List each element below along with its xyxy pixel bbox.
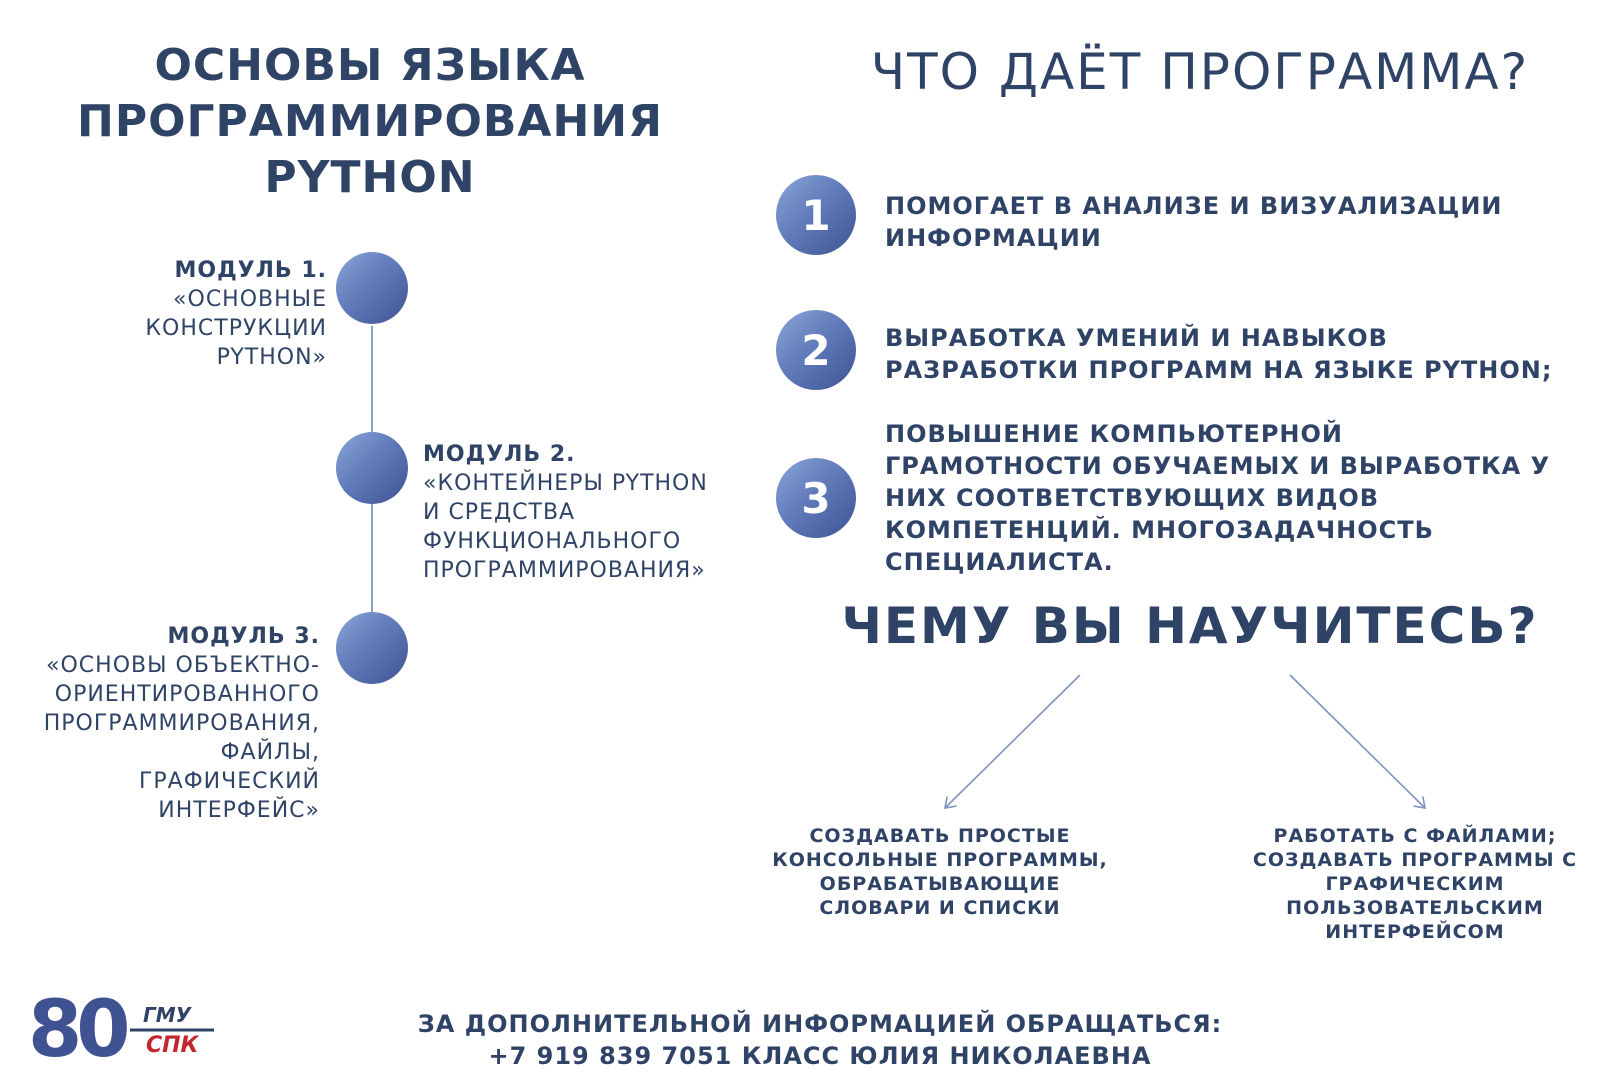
contact-info: За дополнительной информацией обращаться… bbox=[380, 1008, 1260, 1072]
arrow-right bbox=[1289, 674, 1425, 808]
arrow-left bbox=[945, 674, 1081, 808]
module-3-title: Модуль 3. bbox=[167, 624, 320, 649]
module-1-title: Модуль 1. bbox=[174, 258, 327, 283]
benefit-number-3: 3 bbox=[776, 458, 856, 538]
module-1: Модуль 1. «Основные конструкции Python» bbox=[27, 256, 327, 372]
module-3-line3: программирования, bbox=[43, 711, 320, 736]
course-title: Основы языка программирования Python bbox=[40, 38, 700, 206]
learn-title: Чему вы научитесь? bbox=[841, 597, 1539, 655]
timeline-node-3 bbox=[336, 612, 408, 684]
course-title-line2: программирования bbox=[77, 96, 663, 147]
module-2: Модуль 2. «Контейнеры Python и средства … bbox=[423, 440, 753, 585]
course-title-line1: Основы языка bbox=[154, 40, 586, 91]
course-title-line3: Python bbox=[264, 152, 476, 203]
module-3-line1: «Основы объектно- bbox=[46, 653, 320, 678]
module-3: Модуль 3. «Основы объектно- ориентирован… bbox=[0, 622, 320, 825]
benefit-3-line3: них соответствующих видов bbox=[885, 484, 1380, 512]
outcome-1-line4: словари и списки bbox=[819, 897, 1061, 919]
module-3-line6: интерфейс» bbox=[158, 798, 320, 823]
benefit-3-line5: специалиста. bbox=[885, 548, 1114, 576]
module-1-line3: Python» bbox=[216, 345, 327, 370]
outcome-1-line2: консольные программы, bbox=[772, 849, 1108, 871]
module-1-line1: «Основные bbox=[173, 287, 327, 312]
benefit-text-1: Помогает в анализе и визуализации информ… bbox=[885, 190, 1585, 254]
benefit-2-line1: Выработка умений и навыков bbox=[885, 324, 1388, 352]
module-3-line2: ориентированного bbox=[54, 682, 320, 707]
benefit-text-2: Выработка умений и навыков разработки пр… bbox=[885, 322, 1605, 386]
contact-line2: +7 919 839 7051 Класс Юлия Николаевна bbox=[488, 1042, 1152, 1070]
program-title: Что даёт программа? bbox=[870, 43, 1530, 101]
module-2-line1: «Контейнеры Python bbox=[423, 471, 708, 496]
timeline-node-2 bbox=[336, 432, 408, 504]
outcome-1-line3: обрабатывающие bbox=[819, 873, 1061, 895]
module-2-title: Модуль 2. bbox=[423, 442, 576, 467]
outcome-1-line1: создавать простые bbox=[809, 825, 1071, 847]
benefit-3-line4: компетенций. Многозадачность bbox=[885, 516, 1434, 544]
benefit-1-line1: Помогает в анализе и визуализации bbox=[885, 192, 1503, 220]
logo-number: 80 bbox=[28, 988, 127, 1066]
logo-text-top: ГМУ bbox=[143, 1003, 193, 1027]
logo-text-bottom: СПК bbox=[146, 1033, 200, 1058]
benefit-3-line1: Повышение компьютерной bbox=[885, 420, 1343, 448]
contact-line1: За дополнительной информацией обращаться… bbox=[417, 1010, 1223, 1038]
benefit-1-line2: информации bbox=[885, 224, 1102, 252]
module-1-line2: конструкции bbox=[145, 316, 327, 341]
benefit-3-line2: грамотности обучаемых и выработка у bbox=[885, 452, 1551, 480]
benefit-2-line2: разработки программ на языке Python; bbox=[885, 356, 1553, 384]
outcome-2-line2: создавать программы с bbox=[1252, 849, 1578, 871]
timeline-node-1 bbox=[336, 252, 408, 324]
outcome-2-line5: интерфейсом bbox=[1325, 921, 1505, 943]
module-3-line4: файлы, bbox=[220, 740, 320, 765]
benefit-number-1: 1 bbox=[776, 175, 856, 255]
outcome-1: создавать простые консольные программы, … bbox=[760, 824, 1120, 920]
module-2-line2: и средства bbox=[423, 500, 576, 525]
module-3-line5: графический bbox=[138, 769, 320, 794]
module-2-line4: программирования» bbox=[423, 558, 706, 583]
outcome-2: работать с файлами; создавать программы … bbox=[1240, 824, 1590, 944]
logo: 80 ГМУ СПК bbox=[28, 988, 214, 1066]
benefit-text-3: Повышение компьютерной грамотности обуча… bbox=[885, 418, 1605, 578]
benefit-number-2: 2 bbox=[776, 310, 856, 390]
outcome-2-line3: графическим bbox=[1325, 873, 1505, 895]
module-2-line3: функционального bbox=[423, 529, 682, 554]
outcome-2-line1: работать с файлами; bbox=[1273, 825, 1557, 847]
outcome-2-line4: пользовательским bbox=[1286, 897, 1544, 919]
